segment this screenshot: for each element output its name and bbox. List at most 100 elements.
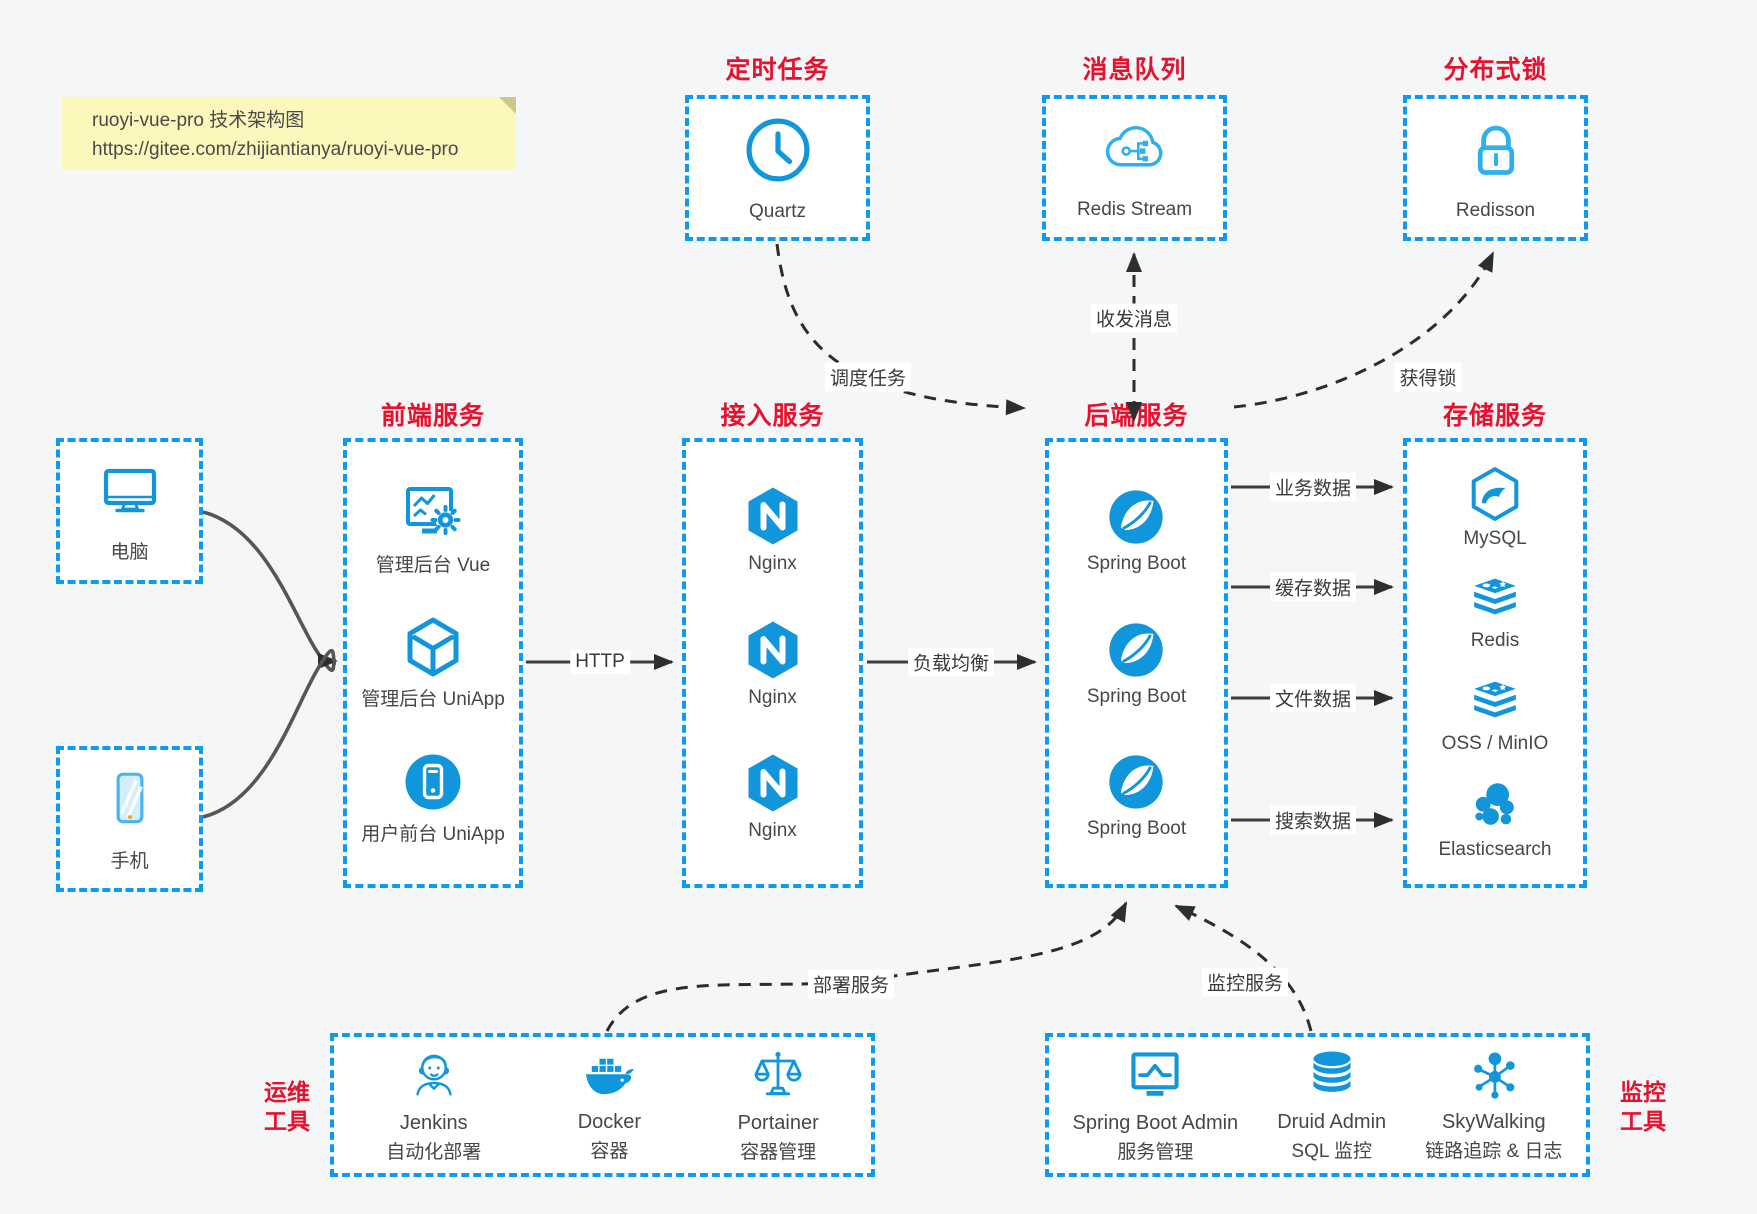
label-load-balance: 负载均衡 [907,647,995,677]
node-docker: Docker 容器 [578,1047,641,1163]
spring-boot-icon [1105,486,1167,548]
jenkins-icon [404,1046,464,1106]
note-title: ruoyi-vue-pro 技术架构图 [92,110,305,131]
node-redis: Redis [1466,573,1524,652]
nginx-label: Nginx [748,819,797,841]
title-scheduled-tasks: 定时任务 [725,56,830,84]
node-springboot-1: Spring Boot [1087,486,1186,575]
label-file-data: 文件数据 [1269,683,1357,713]
druid-admin-name: Druid Admin [1277,1111,1387,1133]
scales-icon [748,1046,808,1106]
oss-stack-icon [1466,676,1524,728]
springboot-label: Spring Boot [1086,685,1187,707]
node-admin-vue: 管理后台 Vue [376,481,490,577]
springboot-label: Spring Boot [1086,818,1187,840]
sticky-note: ruoyi-vue-pro 技术架构图 https://gitee.com/zh… [62,97,516,170]
node-springboot-3: Spring Boot [1087,751,1186,840]
title-access-services: 接入服务 [720,402,825,430]
springboot-admin-name: Spring Boot Admin [1072,1112,1239,1134]
lock-icon [1460,114,1532,186]
label-monitor-services: 监控服务 [1201,967,1289,997]
portainer-name: Portainer [737,1112,819,1134]
database-icon [1303,1047,1361,1105]
box-mobile-client: 手机 [56,746,203,892]
mysql-icon [1466,465,1524,523]
node-user-uniapp: 用户前台 UniApp [361,750,505,846]
label-search-data: 搜索数据 [1269,805,1357,835]
docker-desc: 容器 [590,1141,629,1162]
node-oss-minio: OSS / MinIO [1441,676,1549,755]
nginx-icon [741,618,805,682]
title-message-queue: 消息队列 [1082,56,1187,84]
redis-stream-label: Redis Stream [1076,199,1193,220]
springboot-admin-desc: 服务管理 [1117,1142,1194,1163]
label-cache-data: 缓存数据 [1269,572,1357,602]
monitor-chart-icon [1124,1046,1186,1106]
elasticsearch-icon [1467,778,1523,834]
label-schedule-tasks: 调度任务 [824,362,912,392]
label-http: HTTP [570,650,630,674]
node-nginx-3: Nginx [741,751,805,842]
quartz-label: Quartz [748,201,807,222]
node-skywalking: SkyWalking 链路追踪 & 日志 [1425,1047,1562,1163]
network-nodes-icon [1465,1047,1523,1105]
redis-stack-icon [1466,573,1524,625]
box-pc-client: 电脑 [56,438,203,584]
admin-vue-label: 管理后台 Vue [375,554,491,576]
admin-uniapp-label: 管理后台 UniApp [361,689,505,710]
node-elasticsearch: Elasticsearch [1439,778,1552,861]
jenkins-name: Jenkins [399,1112,468,1134]
circle-phone-icon [401,750,465,814]
node-nginx-2: Nginx [741,618,805,709]
skywalking-desc: 链路追踪 & 日志 [1425,1141,1563,1162]
label-deploy-services: 部署服务 [807,969,895,999]
docker-icon [578,1047,640,1105]
redis-label: Redis [1470,630,1520,652]
jenkins-desc: 自动化部署 [386,1142,482,1163]
edge-mobile-to-frontend [202,648,337,819]
mysql-label: MySQL [1463,528,1527,550]
redisson-label: Redisson [1455,200,1536,221]
node-druid-admin: Druid Admin SQL 监控 [1277,1047,1386,1163]
title-frontend-services: 前端服务 [380,402,485,430]
box-redisson: Redisson [1403,95,1588,241]
nginx-label: Nginx [748,686,797,708]
box-monitoring-tools: Spring Boot Admin 服务管理 Druid Admin SQL 监… [1045,1033,1590,1177]
druid-admin-desc: SQL 监控 [1291,1141,1372,1162]
edge-pc-to-frontend [202,510,338,673]
box-ops-tools: Jenkins 自动化部署 [330,1033,875,1177]
box-frontend: 管理后台 Vue 管理后台 UniApp 用户前台 UniApp [343,438,523,888]
node-portainer: Portainer 容器管理 [738,1046,819,1164]
cube-icon [401,615,465,679]
note-fold-corner [499,97,516,114]
title-distributed-lock: 分布式锁 [1443,56,1548,84]
smartphone-icon [97,766,163,832]
node-jenkins: Jenkins 自动化部署 [386,1046,481,1164]
label-acquire-lock: 获得锁 [1394,362,1462,392]
label-business-data: 业务数据 [1269,472,1357,502]
title-storage-services: 存储服务 [1442,402,1547,430]
node-nginx-1: Nginx [741,484,805,575]
monitoring-tools-title: 监控 工具 [1620,1079,1666,1135]
edge-deploy-services [605,901,1128,1032]
note-url: https://gitee.com/zhijiantianya/ruoyi-vu… [92,139,459,161]
box-access: Nginx Nginx Nginx [682,438,863,888]
oss-minio-label: OSS / MinIO [1441,732,1549,754]
clock-icon [741,113,815,187]
box-storage: MySQL Redis [1403,438,1587,888]
nginx-label: Nginx [748,553,797,575]
cloud-stream-icon [1097,115,1173,185]
label-send-receive-messages: 收发消息 [1090,303,1178,333]
elasticsearch-label: Elasticsearch [1438,838,1552,860]
node-admin-uniapp: 管理后台 UniApp [361,615,505,711]
springboot-label: Spring Boot [1086,552,1187,574]
box-backend: Spring Boot Spring Boot Spring Boot [1045,438,1228,888]
spring-boot-icon [1105,619,1167,681]
box-redis-stream: Redis Stream [1042,95,1227,241]
pc-label: 电脑 [110,541,149,563]
box-quartz: Quartz [685,95,870,241]
mobile-label: 手机 [110,850,149,872]
node-springboot-admin: Spring Boot Admin 服务管理 [1072,1046,1239,1164]
portainer-desc: 容器管理 [740,1142,817,1163]
